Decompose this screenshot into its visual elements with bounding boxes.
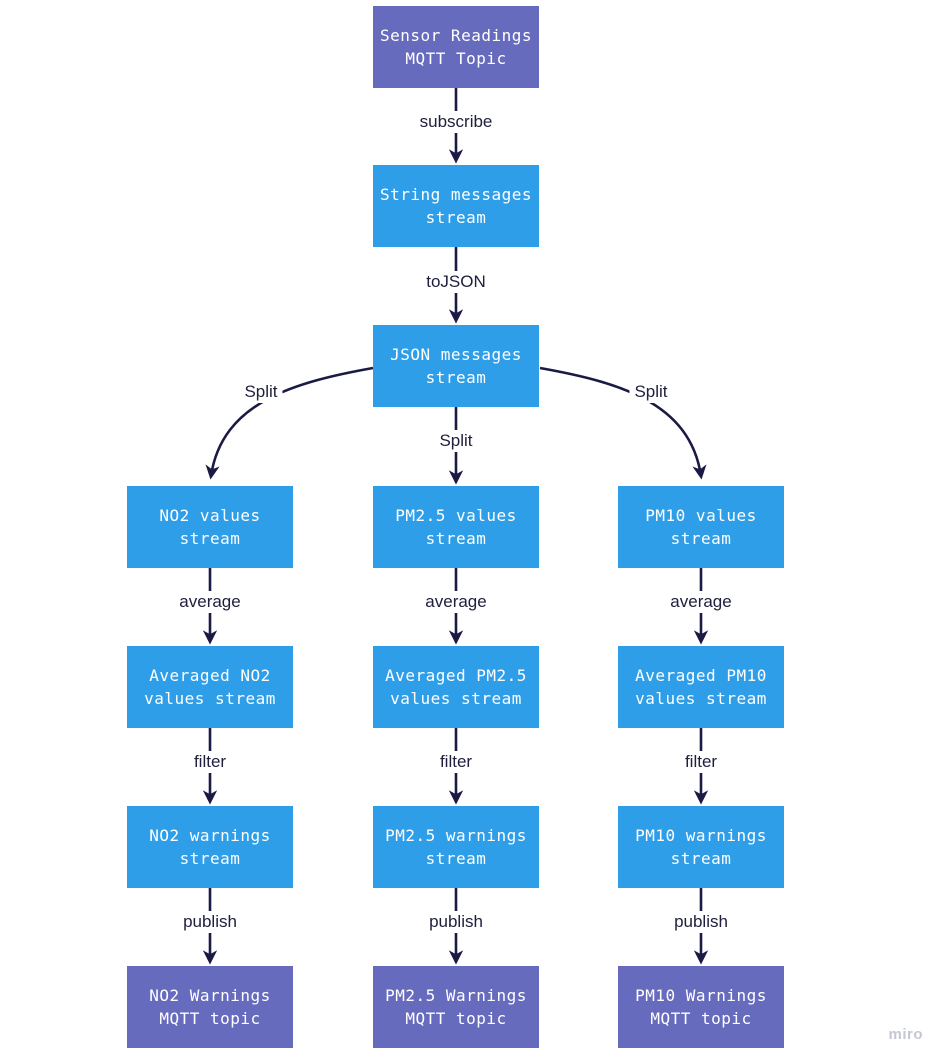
- node-text-line: PM10 values: [645, 506, 757, 525]
- node-string-messages-stream[interactable]: String messages stream: [373, 165, 539, 247]
- edge-label-split-left[interactable]: Split: [239, 381, 283, 403]
- node-text-line: values stream: [390, 689, 522, 708]
- split-right-edge[interactable]: [539, 366, 707, 480]
- node-text-line: stream: [670, 529, 732, 548]
- edge-label-publish-pm10[interactable]: publish: [669, 911, 733, 933]
- node-text-line: stream: [179, 849, 241, 868]
- node-no2-values-stream[interactable]: NO2 values stream: [127, 486, 293, 568]
- edge-label-average-pm10[interactable]: average: [665, 591, 737, 613]
- node-pm10-warnings-stream[interactable]: PM10 warnings stream: [618, 806, 784, 888]
- node-text-line: NO2 warnings: [149, 826, 271, 845]
- node-text-line: String messages: [380, 185, 532, 204]
- node-text-line: MQTT topic: [159, 1009, 261, 1028]
- node-text-line: PM10 warnings: [635, 826, 767, 845]
- edge-label-publish-pm25[interactable]: publish: [424, 911, 488, 933]
- node-text-line: values stream: [635, 689, 767, 708]
- node-text-line: stream: [425, 529, 487, 548]
- edge-label-filter-pm10[interactable]: filter: [679, 751, 723, 773]
- node-averaged-pm10-values-stream[interactable]: Averaged PM10 values stream: [618, 646, 784, 728]
- edge-label-tojson[interactable]: toJSON: [421, 271, 491, 293]
- node-text-line: stream: [670, 849, 732, 868]
- node-text-line: NO2 values: [159, 506, 261, 525]
- node-text-line: PM2.5 values: [395, 506, 517, 525]
- node-text-line: NO2 Warnings: [149, 986, 271, 1005]
- node-text-line: Averaged NO2: [149, 666, 271, 685]
- node-text-line: PM2.5 Warnings: [385, 986, 527, 1005]
- node-no2-warnings-stream[interactable]: NO2 warnings stream: [127, 806, 293, 888]
- edge-label-publish-no2[interactable]: publish: [178, 911, 242, 933]
- node-text-line: PM10 Warnings: [635, 986, 767, 1005]
- node-text-line: stream: [179, 529, 241, 548]
- edge-label-split-mid[interactable]: Split: [434, 430, 478, 452]
- node-averaged-pm25-values-stream[interactable]: Averaged PM2.5 values stream: [373, 646, 539, 728]
- node-text-line: MQTT topic: [405, 1009, 507, 1028]
- node-text-line: JSON messages: [390, 345, 522, 364]
- edge-label-average-pm25[interactable]: average: [420, 591, 492, 613]
- node-text-line: Sensor Readings: [380, 26, 532, 45]
- node-text-line: MQTT topic: [650, 1009, 752, 1028]
- node-pm25-values-stream[interactable]: PM2.5 values stream: [373, 486, 539, 568]
- miro-watermark: miro: [888, 1026, 923, 1043]
- node-text-line: PM2.5 warnings: [385, 826, 527, 845]
- node-averaged-no2-values-stream[interactable]: Averaged NO2 values stream: [127, 646, 293, 728]
- node-text-line: values stream: [144, 689, 276, 708]
- node-text-line: stream: [425, 208, 487, 227]
- node-pm10-values-stream[interactable]: PM10 values stream: [618, 486, 784, 568]
- node-json-messages-stream[interactable]: JSON messages stream: [373, 325, 539, 407]
- node-pm25-warnings-stream[interactable]: PM2.5 warnings stream: [373, 806, 539, 888]
- edge-label-split-right[interactable]: Split: [629, 381, 673, 403]
- node-text-line: MQTT Topic: [405, 49, 507, 68]
- split-left-edge[interactable]: [205, 366, 374, 480]
- node-text-line: stream: [425, 368, 487, 387]
- edge-label-subscribe[interactable]: subscribe: [414, 111, 498, 133]
- node-text-line: Averaged PM2.5: [385, 666, 527, 685]
- edge-label-filter-no2[interactable]: filter: [188, 751, 232, 773]
- node-text-line: stream: [425, 849, 487, 868]
- edge-label-average-no2[interactable]: average: [174, 591, 246, 613]
- node-text-line: Averaged PM10: [635, 666, 767, 685]
- edge-label-filter-pm25[interactable]: filter: [434, 751, 478, 773]
